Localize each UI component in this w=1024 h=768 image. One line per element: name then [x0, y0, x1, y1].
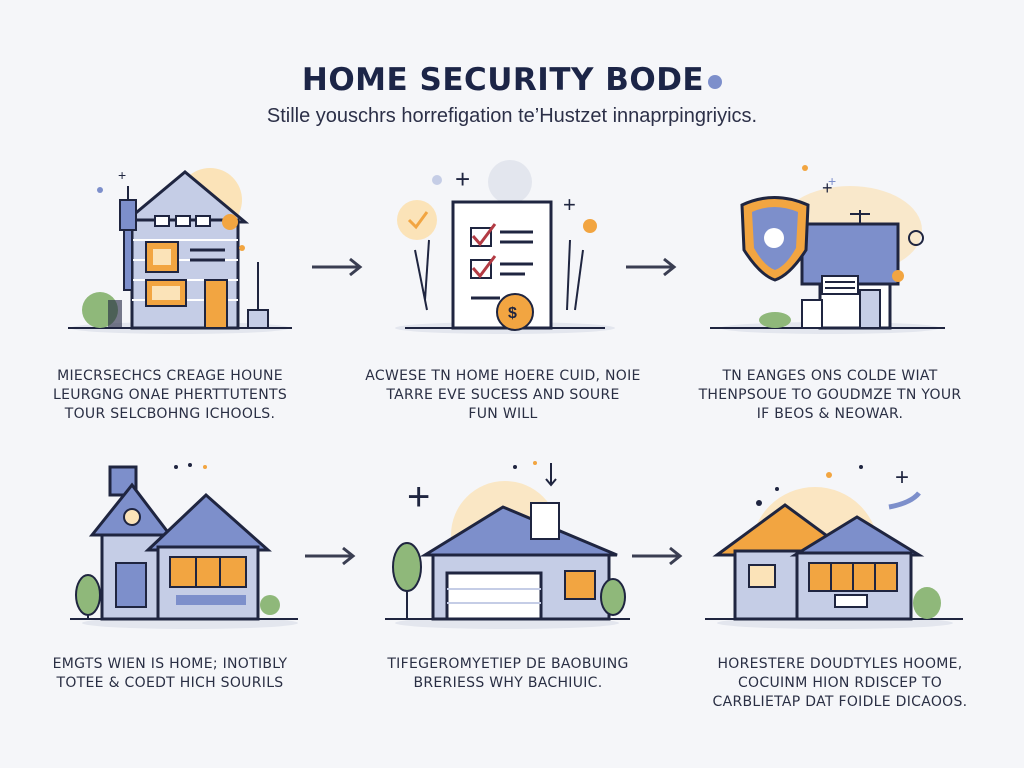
two-story-house-icon	[70, 463, 298, 629]
svg-text:+: +	[563, 192, 576, 217]
arrow-right-icon	[312, 257, 363, 277]
step-2: $ + +	[385, 160, 625, 340]
step-5-caption: TIFEGEROMYETIEP DE BAOBUING BRERIESS WHY…	[387, 656, 629, 691]
step-6: +	[705, 455, 965, 635]
arrow-right-icon	[632, 546, 683, 566]
svg-text:+: +	[828, 173, 836, 189]
bungalow-icon: +	[705, 464, 963, 629]
svg-text:$: $	[508, 305, 517, 322]
checklist-icon: $ + +	[395, 160, 615, 334]
house-with-camera-icon: +	[68, 167, 292, 334]
shield-building-icon: + +	[710, 165, 945, 334]
step-5: +	[385, 455, 630, 635]
title-dot-icon	[708, 74, 723, 89]
garage-house-icon: +	[385, 461, 630, 629]
step-1-caption: MIECRSECHCS CREAGE HOUNE LEURGNG ONAE PH…	[52, 368, 288, 422]
arrow-right-icon	[305, 546, 356, 566]
svg-text:+: +	[822, 178, 833, 198]
svg-text:+: +	[118, 167, 126, 183]
page-subtitle: Stille youschrs horrefigation te’Hustzet…	[266, 105, 758, 127]
step-4-caption: EMGTS WIEN IS HOME; INOTIBLY TOTEE & COE…	[52, 656, 288, 691]
step-2-caption: ACWESE TN HOME HOERE CUID, NOIE TARRE EV…	[365, 368, 641, 422]
svg-text:+: +	[895, 464, 909, 491]
step-4	[60, 455, 300, 635]
svg-text:+: +	[455, 164, 470, 194]
step-3-caption: TN EANGES ONS COLDE WIAT THENPSOUE TO GO…	[698, 368, 962, 422]
arrow-right-icon	[626, 257, 677, 277]
svg-text:+: +	[407, 475, 430, 519]
page-title: HOME SECURITY BODE	[0, 62, 1024, 98]
step-3: + +	[710, 160, 950, 340]
step-1: +	[60, 160, 300, 340]
step-6-caption: HORESTERE DOUDTYLES HOOME, COCUINM HION …	[712, 656, 968, 710]
